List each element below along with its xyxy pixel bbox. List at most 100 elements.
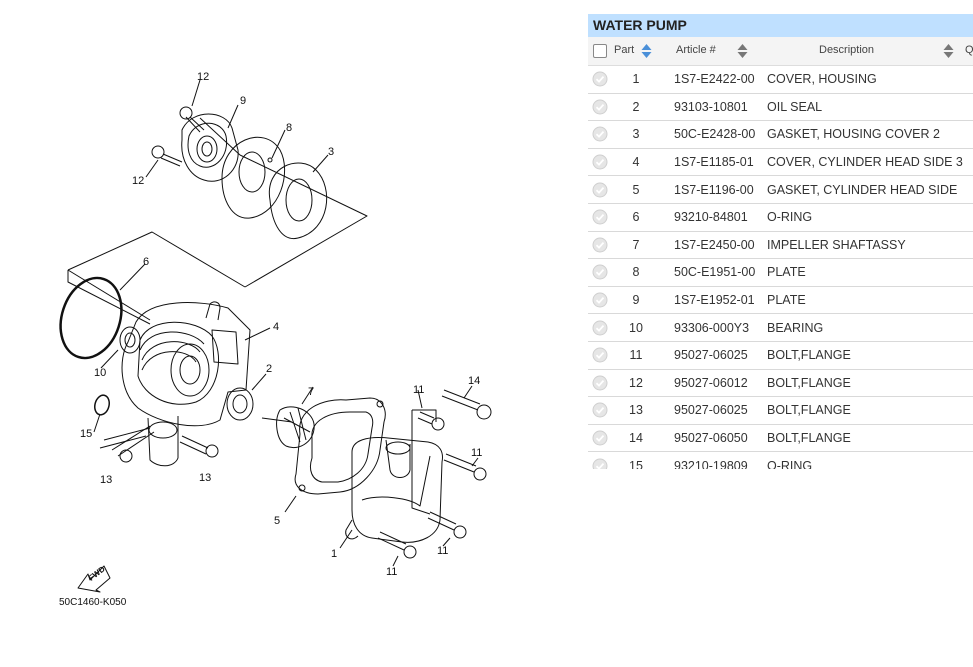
callout-6: 6 — [143, 256, 150, 268]
callout-3: 3 — [328, 146, 335, 158]
callout-11: 11 — [386, 566, 398, 578]
callout-12: 12 — [197, 71, 210, 83]
diagram-code: 50C1460-K050 — [59, 597, 127, 608]
table-row[interactable]: 5 1S7-E1196-00 GASKET, CYLINDER HEAD SID… — [588, 176, 973, 204]
sort-icon[interactable] — [737, 43, 748, 59]
article-number[interactable]: 95027-06025 — [674, 348, 748, 363]
article-number[interactable]: 93210-19809 — [674, 458, 748, 469]
callout-13: 13 — [199, 472, 212, 484]
check-circle-icon[interactable] — [592, 320, 608, 336]
table-row[interactable]: 11 95027-06025 BOLT,FLANGE — [588, 342, 973, 370]
table-row[interactable]: 1 1S7-E2422-00 COVER, HOUSING — [588, 66, 973, 94]
table-row[interactable]: 2 93103-10801 OIL SEAL — [588, 94, 973, 122]
callout-15: 15 — [80, 428, 93, 440]
check-circle-icon[interactable] — [592, 126, 608, 142]
article-number[interactable]: 1S7-E2422-00 — [674, 72, 755, 87]
table-row[interactable]: 6 93210-84801 O-RING — [588, 204, 973, 232]
callout-5: 5 — [274, 515, 281, 527]
part-number: 13 — [629, 403, 643, 418]
check-circle-icon[interactable] — [592, 402, 608, 418]
sort-icon[interactable] — [641, 43, 652, 59]
part-number: 1 — [632, 72, 640, 87]
callout-8: 8 — [286, 122, 293, 134]
table-row[interactable]: 3 50C-E2428-00 GASKET, HOUSING COVER 2 — [588, 121, 973, 149]
part-number: 9 — [632, 293, 640, 308]
table-row[interactable]: 4 1S7-E1185-01 COVER, CYLINDER HEAD SIDE… — [588, 149, 973, 177]
exploded-parts-diagram: 12 9 8 3 12 6 4 10 2 7 15 13 13 11 14 11… — [59, 71, 492, 608]
check-circle-icon[interactable] — [592, 347, 608, 363]
article-number[interactable]: 50C-E2428-00 — [674, 127, 756, 142]
part-description: BEARING — [767, 320, 824, 335]
article-number[interactable]: 95027-06025 — [674, 403, 748, 418]
part-number: 14 — [629, 431, 643, 446]
check-circle-icon[interactable] — [592, 237, 608, 253]
parts-table-body: 1 1S7-E2422-00 COVER, HOUSING 2 93103-10… — [588, 66, 973, 469]
parts-list-panel: WATER PUMP Part Article # Description Q … — [588, 14, 973, 469]
sort-icon[interactable] — [943, 43, 954, 59]
part-number: 10 — [629, 320, 643, 335]
check-circle-icon[interactable] — [592, 375, 608, 391]
check-circle-icon[interactable] — [592, 71, 608, 87]
check-circle-icon[interactable] — [592, 264, 608, 280]
part-description: O-RING — [767, 458, 813, 469]
article-number[interactable]: 1S7-E1185-01 — [674, 155, 754, 170]
check-circle-icon[interactable] — [592, 292, 608, 308]
table-row[interactable]: 9 1S7-E1952-01 PLATE — [588, 287, 973, 315]
callout-9: 9 — [240, 95, 247, 107]
check-circle-icon[interactable] — [592, 99, 608, 115]
callout-10: 10 — [94, 367, 107, 379]
column-header-part[interactable]: Part — [614, 44, 635, 56]
part-description: GASKET, HOUSING COVER 2 — [767, 127, 940, 142]
check-circle-icon[interactable] — [592, 430, 608, 446]
part-description: PLATE — [767, 293, 806, 308]
part-description: IMPELLER SHAFTASSY — [767, 237, 906, 252]
part-description: BOLT,FLANGE — [767, 403, 851, 418]
part-description: COVER, HOUSING — [767, 72, 877, 87]
column-header-description[interactable]: Description — [819, 44, 875, 56]
callout-7: 7 — [308, 386, 315, 398]
article-number[interactable]: 93210-84801 — [674, 210, 748, 225]
table-row[interactable]: 7 1S7-E2450-00 IMPELLER SHAFTASSY — [588, 232, 973, 260]
article-number[interactable]: 1S7-E2450-00 — [674, 237, 755, 252]
part-number: 11 — [629, 348, 643, 363]
callout-2: 2 — [266, 363, 273, 375]
callout-13: 13 — [100, 474, 113, 486]
article-number[interactable]: 1S7-E1952-01 — [674, 293, 755, 308]
table-row[interactable]: 13 95027-06025 BOLT,FLANGE — [588, 397, 973, 425]
part-number: 2 — [632, 99, 640, 114]
part-number: 8 — [632, 265, 640, 280]
part-number: 7 — [632, 237, 640, 252]
check-circle-icon[interactable] — [592, 182, 608, 198]
table-header: Part Article # Description Q — [588, 37, 973, 66]
part-number: 6 — [632, 210, 640, 225]
callout-11: 11 — [437, 545, 449, 557]
diagram-drawing — [59, 79, 492, 593]
part-number: 5 — [632, 182, 640, 197]
article-number[interactable]: 93103-10801 — [674, 99, 748, 114]
table-row[interactable]: 15 93210-19809 O-RING — [588, 452, 973, 469]
check-circle-icon[interactable] — [592, 154, 608, 170]
table-row[interactable]: 14 95027-06050 BOLT,FLANGE — [588, 425, 973, 453]
part-number: 15 — [629, 458, 643, 469]
part-description: GASKET, CYLINDER HEAD SIDE — [767, 182, 958, 197]
check-circle-icon[interactable] — [592, 209, 608, 225]
part-description: BOLT,FLANGE — [767, 431, 851, 446]
panel-title: WATER PUMP — [588, 14, 973, 37]
article-number[interactable]: 95027-06050 — [674, 431, 748, 446]
callout-11: 11 — [413, 384, 425, 396]
article-number[interactable]: 50C-E1951-00 — [674, 265, 756, 280]
table-row[interactable]: 10 93306-000Y3 BEARING — [588, 314, 973, 342]
part-description: BOLT,FLANGE — [767, 348, 851, 363]
table-row[interactable]: 8 50C-E1951-00 PLATE — [588, 259, 973, 287]
article-number[interactable]: 1S7-E1196-00 — [674, 182, 754, 197]
column-header-article[interactable]: Article # — [676, 44, 716, 56]
part-number: 3 — [632, 127, 640, 142]
part-description: PLATE — [767, 265, 806, 280]
article-number[interactable]: 93306-000Y3 — [674, 320, 750, 335]
table-row[interactable]: 12 95027-06012 BOLT,FLANGE — [588, 370, 973, 398]
article-number[interactable]: 95027-06012 — [674, 375, 748, 390]
select-all-checkbox[interactable] — [593, 44, 607, 58]
column-header-qty[interactable]: Q — [965, 44, 973, 56]
part-number: 12 — [629, 375, 643, 390]
check-circle-icon[interactable] — [592, 458, 608, 469]
